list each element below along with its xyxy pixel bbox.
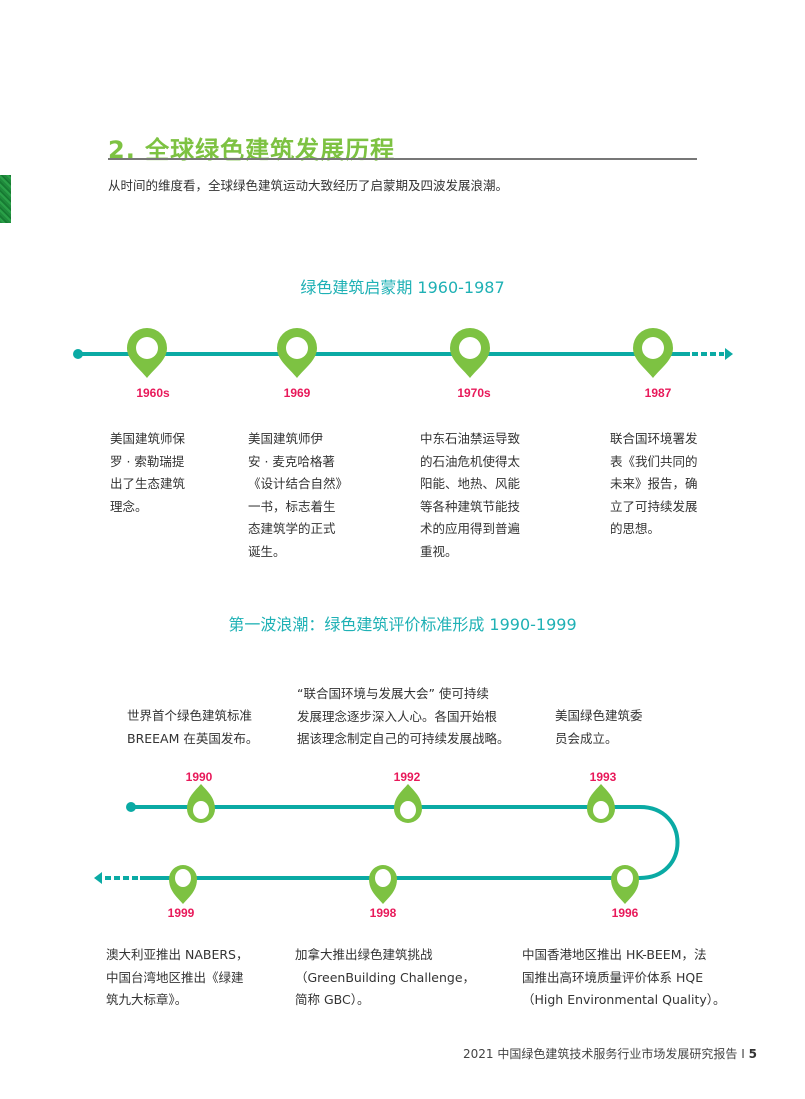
intro-text: 从时间的维度看，全球绿色建筑运动大致经历了启蒙期及四波发展浪潮。 xyxy=(108,178,509,193)
event-year: 1996 xyxy=(611,906,639,920)
footer-separator: I xyxy=(741,1047,745,1061)
event-year: 1998 xyxy=(369,906,397,920)
event-year: 1969 xyxy=(283,386,311,400)
event-description: 美国绿色建筑委 员会成立。 xyxy=(555,708,643,746)
page-number: 5 xyxy=(748,1047,757,1061)
event-year: 1999 xyxy=(167,906,195,920)
event-description: 美国建筑师保 罗 · 索勒瑞提 出了生态建筑 理念。 xyxy=(110,431,186,514)
event-description: 加拿大推出绿色建筑挑战 （GreenBuilding Challenge， 简称… xyxy=(295,947,476,1007)
event-description: 中东石油禁运导致 的石油危机使得太 阳能、地热、风能 等各种建筑节能技 术的应用… xyxy=(420,431,521,559)
report-title: 2021 中国绿色建筑技术服务行业市场发展研究报告 xyxy=(463,1047,738,1061)
map-pin-icon xyxy=(369,865,397,904)
map-pin-icon xyxy=(394,784,422,823)
event-year: 1970s xyxy=(457,386,491,400)
arrow-left-icon xyxy=(94,872,102,884)
event-description: 中国香港地区推出 HK-BEEM，法 国推出高环境质量评价体系 HQE （Hig… xyxy=(522,947,726,1007)
map-pin-icon xyxy=(611,865,639,904)
map-pin-icon xyxy=(187,784,215,823)
event-description: 美国建筑师伊 安 · 麦克哈格著 《设计结合自然》 一书，标志着生 态建筑学的正… xyxy=(248,431,349,559)
event-year: 1987 xyxy=(644,386,672,400)
map-pin-icon xyxy=(169,865,197,904)
event-description: 澳大利亚推出 NABERS， 中国台湾地区推出《绿建 筑九大标章》。 xyxy=(106,947,249,1007)
event-year: 1990 xyxy=(185,770,213,784)
event-description: “联合国环境与发展大会” 使可持续 发展理念逐步深入人心。各国开始根 据该理念制… xyxy=(297,686,510,746)
event-description: 联合国环境署发 表《我们共同的 未来》报告，确 立了可持续发展 的思想。 xyxy=(610,431,698,536)
map-pin-icon xyxy=(127,328,167,378)
event-description: 世界首个绿色建筑标准 BREEAM 在英国发布。 xyxy=(127,708,259,746)
map-pin-icon xyxy=(587,784,615,823)
event-year: 1960s xyxy=(136,386,170,400)
event-year: 1993 xyxy=(589,770,617,784)
map-pin-icon xyxy=(277,328,317,378)
enlightenment-heading: 绿色建筑启蒙期 1960-1987 xyxy=(300,278,505,297)
first-wave-heading: 第一波浪潮：绿色建筑评价标准形成 1990-1999 xyxy=(228,615,577,634)
first-wave-timeline xyxy=(94,784,680,904)
map-pin-icon xyxy=(450,328,490,378)
arrow-right-icon xyxy=(725,348,733,360)
page-footer: 2021 中国绿色建筑技术服务行业市场发展研究报告 I 5 xyxy=(463,1045,757,1062)
title-divider xyxy=(108,158,697,160)
enlightenment-timeline xyxy=(73,328,733,378)
map-pin-icon xyxy=(633,328,673,378)
side-green-strip xyxy=(0,175,11,223)
event-year: 1992 xyxy=(393,770,421,784)
